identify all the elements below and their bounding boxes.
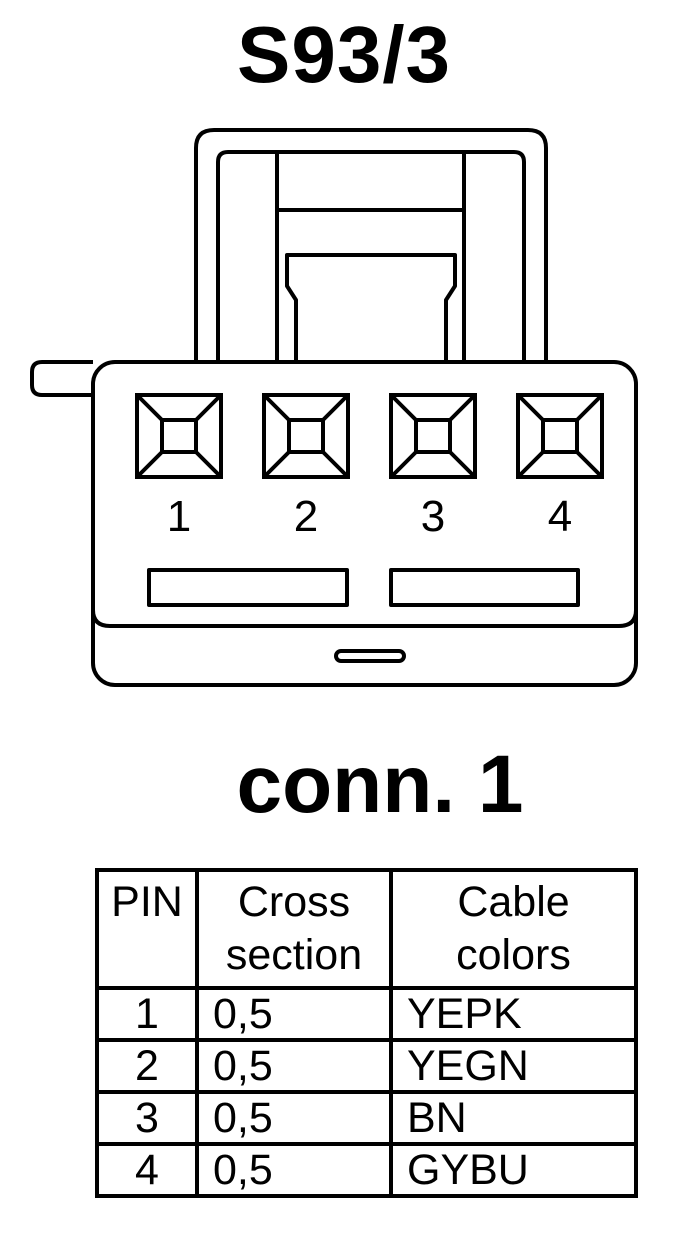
table-row: 1 0,5 YEPK <box>95 986 638 1042</box>
pin-cavity-2 <box>262 393 350 479</box>
cell-cross-section: 0,5 <box>195 1090 393 1146</box>
cell-pin: 1 <box>95 986 199 1042</box>
latch-outer <box>194 128 548 362</box>
diagram-title: S93/3 <box>236 10 452 99</box>
housing-bottom-slot <box>334 649 406 663</box>
pin-table-header: PIN Cross section Cable colors <box>95 868 638 990</box>
cell-cable-color: GYBU <box>389 1142 638 1198</box>
guide-slot-right <box>389 568 580 607</box>
cell-pin: 3 <box>95 1090 199 1146</box>
connector-drawing <box>30 128 638 687</box>
table-row: 2 0,5 YEGN <box>95 1038 638 1094</box>
cell-cross-section: 0,5 <box>195 1142 393 1198</box>
cell-pin: 4 <box>95 1142 199 1198</box>
header-pin: PIN <box>95 868 199 990</box>
table-row: 4 0,5 GYBU <box>95 1142 638 1198</box>
guide-slot-left <box>147 568 349 607</box>
latch-inner <box>216 150 526 362</box>
pin-cavity-1 <box>135 393 223 479</box>
latch-tab <box>285 253 457 362</box>
housing-lower-shell <box>91 609 638 628</box>
header-cable-colors: Cable colors <box>389 868 638 990</box>
connector-label: conn. 1 <box>236 739 524 830</box>
side-nub <box>30 360 93 397</box>
cell-cable-color: YEGN <box>389 1038 638 1094</box>
pin-label-1: 1 <box>166 492 192 541</box>
cell-cross-section: 0,5 <box>195 986 393 1042</box>
pin-table: PIN Cross section Cable colors 1 0,5 YEP… <box>95 868 638 1198</box>
cell-pin: 2 <box>95 1038 199 1094</box>
pin-cavity-4 <box>516 393 604 479</box>
pin-cavity-3 <box>389 393 477 479</box>
cell-cross-section: 0,5 <box>195 1038 393 1094</box>
header-cross-section: Cross section <box>195 868 393 990</box>
cell-cable-color: YEPK <box>389 986 638 1042</box>
housing-body <box>91 360 638 687</box>
table-row: 3 0,5 BN <box>95 1090 638 1146</box>
pin-label-2: 2 <box>293 492 319 541</box>
pin-label-4: 4 <box>547 492 573 541</box>
pin-label-3: 3 <box>420 492 446 541</box>
cell-cable-color: BN <box>389 1090 638 1146</box>
